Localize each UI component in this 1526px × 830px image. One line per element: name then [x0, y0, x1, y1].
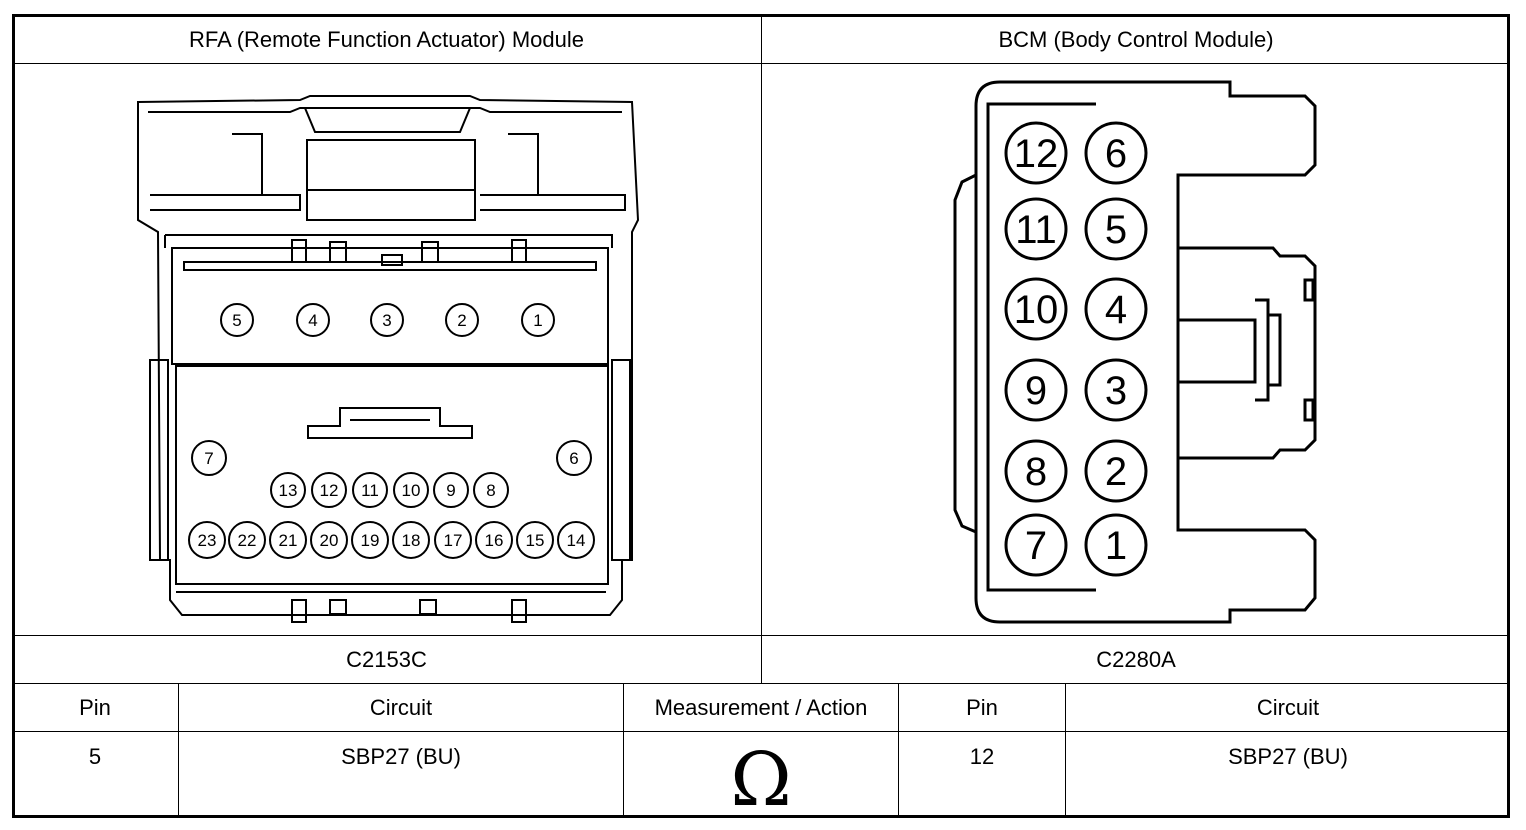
pin-circle: [1004, 513, 1068, 577]
pin-label: 2: [457, 311, 466, 330]
pin-circle: [1084, 121, 1148, 185]
pin-circle: [1004, 277, 1068, 341]
header-pin-a: Pin: [79, 694, 111, 720]
pin-label: 23: [198, 531, 217, 550]
header-circuit-b: Circuit: [1256, 694, 1320, 720]
pin-circle: [351, 521, 389, 559]
pin-label: 20: [320, 531, 339, 550]
pin-circle: [1084, 277, 1148, 341]
pin-circle: [188, 521, 226, 559]
pin-label: 6: [1105, 132, 1127, 176]
header-measurement: Measurement / Action: [654, 694, 868, 720]
row-circuit-b: SBP27 (BU): [1228, 744, 1348, 769]
pin-circle: [557, 521, 595, 559]
pin-label: 9: [1025, 369, 1047, 413]
pin-label: 12: [1014, 132, 1059, 176]
pin-label: 3: [1105, 369, 1127, 413]
header-pin-b: Pin: [966, 694, 998, 720]
pin-label: 8: [1025, 450, 1047, 494]
pin-label: 5: [232, 311, 241, 330]
pin-circle: [220, 303, 254, 337]
pin-circle: [1004, 439, 1068, 503]
pin-circle: [1004, 358, 1068, 422]
pin-circle: [191, 440, 227, 476]
pin-circle: [370, 303, 404, 337]
pin-circle: [1084, 197, 1148, 261]
pin-circle: [516, 521, 554, 559]
grid-line: [12, 731, 1510, 732]
pin-circle: [269, 521, 307, 559]
pin-label: 11: [1015, 208, 1057, 252]
pin-circle: [228, 521, 266, 559]
pin-label: 7: [204, 449, 213, 468]
pin-label: 13: [279, 481, 298, 500]
grid-line: [898, 683, 899, 818]
pin-circle: [475, 521, 513, 559]
bcm-connector-drawing: 12 11 10 9 8 7 6 5 4 3 2 1: [953, 80, 1317, 624]
pin-label: 2: [1105, 450, 1127, 494]
row-pin-b: 12: [969, 744, 995, 769]
pin-circle: [311, 472, 347, 508]
pin-label: 22: [238, 531, 257, 550]
grid-line: [623, 683, 624, 818]
pin-circle: [445, 303, 479, 337]
pin-label: 10: [1014, 288, 1059, 332]
pin-label: 6: [569, 449, 578, 468]
pin-label: 7: [1025, 524, 1047, 568]
pin-circle: [310, 521, 348, 559]
pin-label: 11: [361, 481, 379, 500]
row-pin-a: 5: [88, 744, 102, 769]
pin-label: 5: [1105, 208, 1127, 252]
pin-circle: [1084, 358, 1148, 422]
pin-label: 16: [485, 531, 504, 550]
row-circuit-a: SBP27 (BU): [341, 744, 461, 769]
header-circuit-a: Circuit: [369, 694, 433, 720]
grid-line: [1065, 683, 1066, 818]
pin-circle: [1084, 439, 1148, 503]
grid-line: [761, 14, 762, 684]
pin-label: 1: [1105, 524, 1127, 568]
pin-circle: [1004, 121, 1068, 185]
pin-circle: [392, 521, 430, 559]
pin-circle: [434, 521, 472, 559]
pin-circle: [1084, 513, 1148, 577]
pin-label: 4: [308, 311, 317, 330]
grid-line: [178, 683, 179, 818]
left-module-title: RFA (Remote Function Actuator) Module: [189, 27, 584, 52]
pin-circle: [296, 303, 330, 337]
right-module-title: BCM (Body Control Module): [998, 27, 1274, 52]
left-connector-id: C2153C: [346, 646, 427, 672]
pin-label: 1: [533, 311, 542, 330]
pin-label: 12: [320, 481, 339, 500]
pin-circle: [352, 472, 388, 508]
pin-label: 3: [382, 311, 391, 330]
pin-label: 9: [446, 481, 455, 500]
pin-label: 18: [402, 531, 421, 550]
pin-label: 19: [361, 531, 380, 550]
ohm-symbol: Ω: [730, 737, 792, 823]
pin-label: 10: [402, 481, 421, 500]
pin-circle: [556, 440, 592, 476]
right-connector-id: C2280A: [1096, 646, 1176, 672]
pin-circle: [433, 472, 469, 508]
pin-circle: [270, 472, 306, 508]
pin-circle: [473, 472, 509, 508]
pin-label: 21: [279, 531, 298, 550]
pin-label: 15: [526, 531, 545, 550]
pin-label: 17: [444, 531, 463, 550]
pin-circle: [393, 472, 429, 508]
pin-circle: [1004, 197, 1068, 261]
pin-label: 4: [1105, 288, 1127, 332]
pin-circle: [521, 303, 555, 337]
pin-label: 14: [567, 531, 586, 550]
pin-label: 8: [486, 481, 495, 500]
